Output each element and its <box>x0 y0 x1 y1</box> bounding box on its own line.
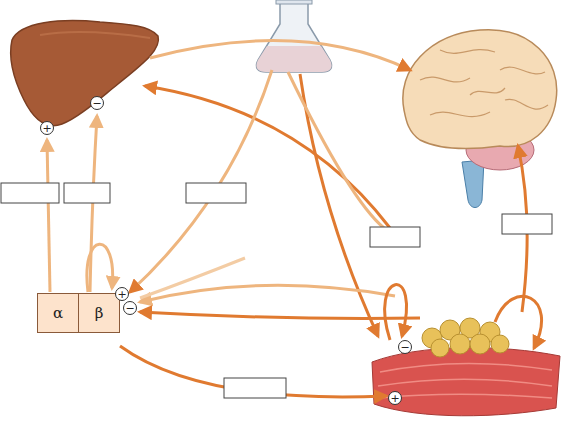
cell-label: β <box>95 304 104 322</box>
flask <box>256 0 331 72</box>
liver <box>11 21 159 126</box>
cell-label: α <box>53 304 63 322</box>
arrows <box>47 41 542 397</box>
sign-symbol: − <box>398 340 412 354</box>
sign-symbol: + <box>115 287 129 301</box>
sign-symbol: − <box>90 96 104 110</box>
sign-symbol: − <box>123 301 137 315</box>
sign-symbol: + <box>388 391 402 405</box>
islet-cell-box: β <box>78 293 120 333</box>
islet-cell-box: α <box>37 293 79 333</box>
sign-symbol: + <box>40 121 54 135</box>
blank-boxes <box>1 183 552 398</box>
muscle-fat <box>372 318 560 416</box>
brain <box>403 30 557 208</box>
